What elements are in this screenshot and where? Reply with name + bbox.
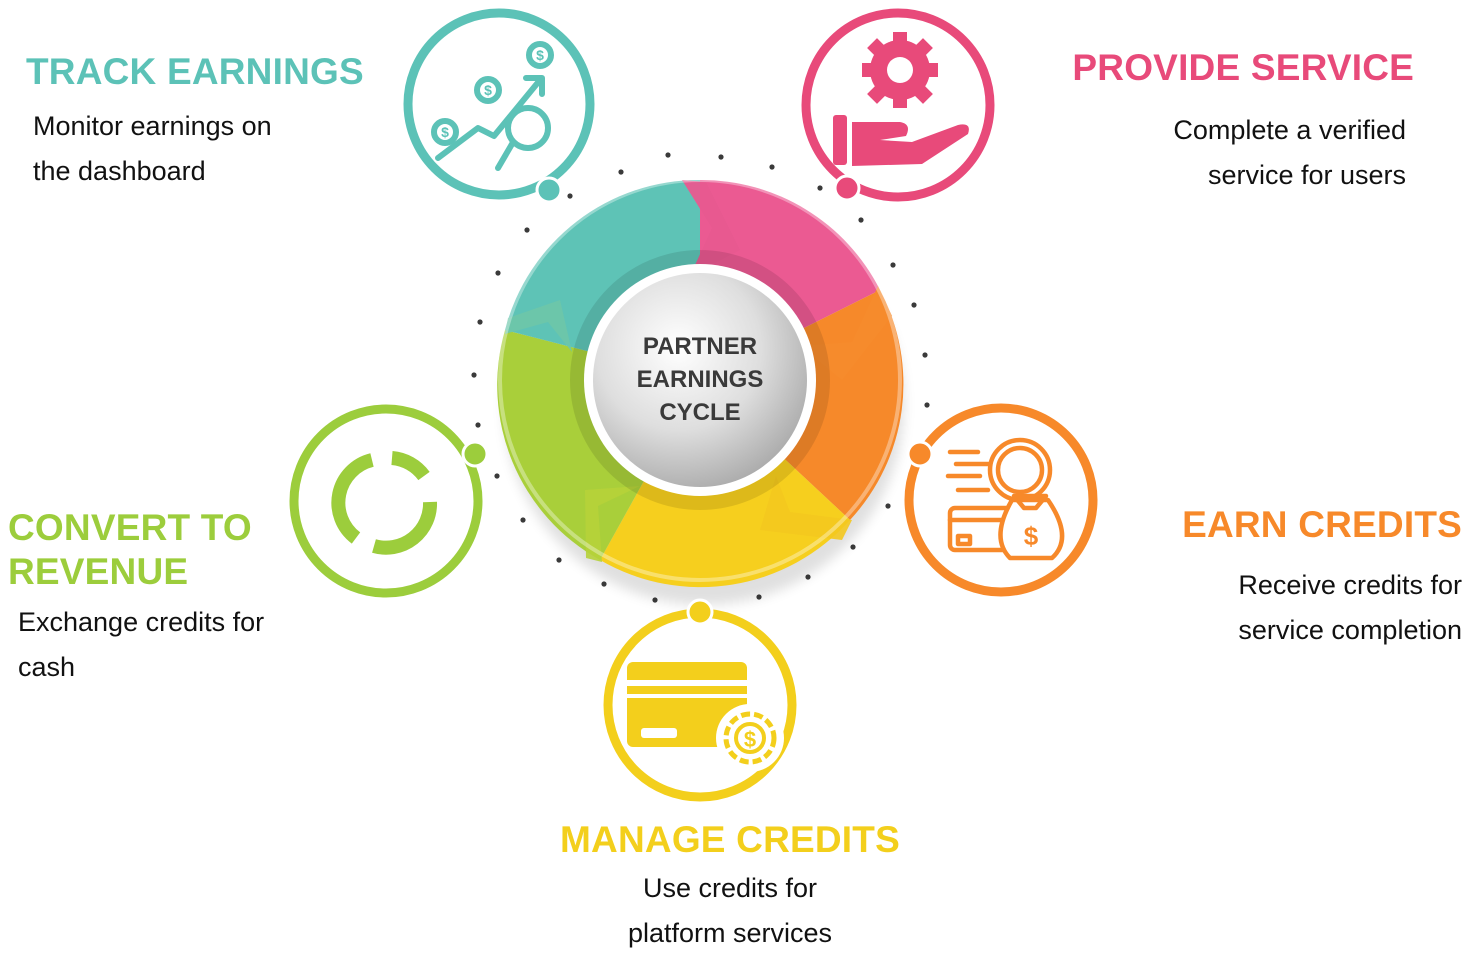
provide-service-desc-line1: Complete a verified [1173,115,1406,145]
convert-revenue-title-line2: REVENUE [8,551,189,592]
svg-text:$: $ [536,47,544,63]
manage-credits-desc: Use credits for platform services [480,866,980,956]
svg-text:$: $ [744,727,756,752]
provide-service-title: PROVIDE SERVICE [1072,47,1414,88]
hub-circle [593,273,807,487]
convert-revenue-title-line1: CONVERT TO [8,507,252,548]
provide-service-node [801,8,995,202]
wheel-arrow-notch [682,180,740,276]
hub-label-line1: PARTNER [642,333,758,360]
earnings-search-icon [431,41,554,171]
convert-revenue-desc-line2: cash [18,652,76,682]
wheel-arrow-notch [585,486,640,562]
manage-credits-desc-line2: platform services [627,918,833,948]
gear-hand-icon [833,32,969,166]
earn-credits-desc-line2: service completion [1238,615,1462,645]
track-earnings-desc-line2: the dashboard [33,156,206,186]
wheel-arrow-notch [760,476,852,540]
credit-card-gear-icon [627,662,784,772]
manage-credits-desc-line1: Use credits for [642,873,818,903]
svg-text:$: $ [484,82,492,98]
hub-label-line3: CYCLE [659,399,741,426]
wheel-arrow-notch [800,286,892,380]
track-earnings-desc-line1: Monitor earnings on [33,111,272,141]
convert-revenue-node [289,404,489,598]
track-earnings-desc: Monitor earnings on the dashboard [33,104,272,194]
hub-label: PARTNER EARNINGS CYCLE [595,330,805,429]
wheel-arrow-notch [505,300,572,352]
manage-credits-title: MANAGE CREDITS [560,819,900,860]
provide-service-desc-line2: service for users [1207,160,1406,190]
dotted-orbit [471,152,930,603]
track-earnings-node: $ $ $ [403,8,595,204]
track-earnings-title: TRACK EARNINGS [26,51,364,92]
convert-revenue-title: CONVERT TO REVENUE [8,506,252,594]
cycle-wheel [497,178,904,605]
earn-credits-node: $ [904,403,1098,597]
manage-credits-node: $ [603,598,797,802]
convert-revenue-desc-line1: Exchange credits for [18,607,265,637]
money-bag-card-icon [945,437,1065,561]
earn-credits-desc-line1: Receive credits for [1238,570,1462,600]
convert-revenue-desc: Exchange credits for cash [18,600,264,690]
cycle-arrows-icon [331,451,438,555]
svg-text:$: $ [1024,521,1039,551]
earn-credits-title: EARN CREDITS [1182,504,1462,545]
provide-service-desc: Complete a verified service for users [1173,108,1406,198]
earn-credits-desc: Receive credits for service completion [1238,563,1462,653]
hub-label-line2: EARNINGS [636,366,764,393]
svg-text:$: $ [441,124,449,140]
